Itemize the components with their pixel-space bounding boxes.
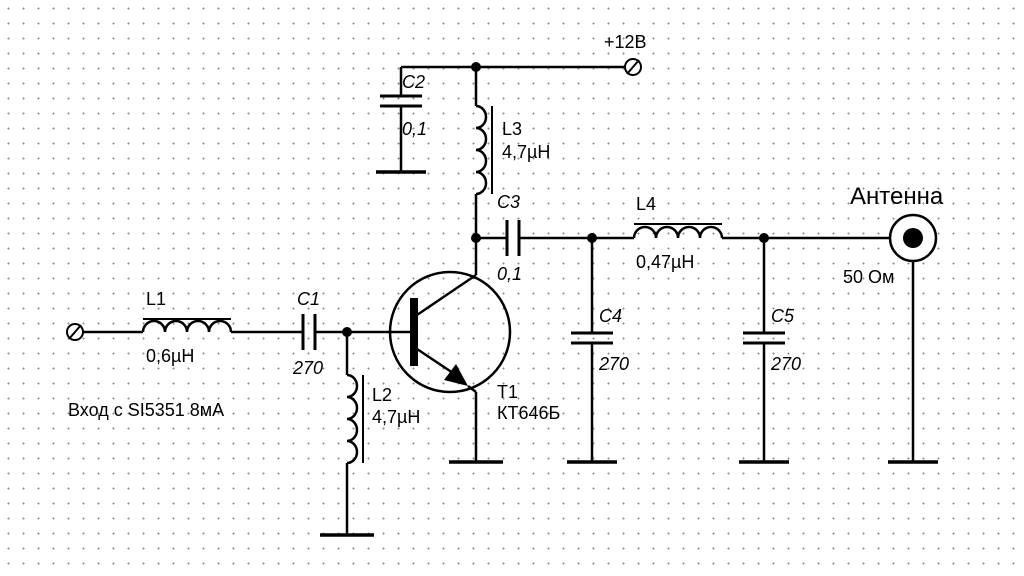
antenna-connector (888, 213, 938, 263)
wire-emitter-a (467, 385, 477, 393)
c5-value: 270 (770, 354, 801, 374)
capacitor-C5 (743, 331, 785, 345)
supply-label: +12В (604, 32, 647, 52)
c4-ref: C4 (599, 306, 622, 326)
c5-ref: C5 (771, 306, 795, 326)
inductor-L4 (632, 223, 724, 239)
c1-ref: C1 (297, 289, 320, 309)
antenna-impedance: 50 Ом (843, 267, 894, 287)
inductor-L1 (141, 318, 233, 333)
c4-value: 270 (598, 354, 629, 374)
l2-value: 4,7µH (372, 407, 420, 427)
transistor-T1 (388, 270, 512, 394)
capacitor-C3 (505, 220, 521, 256)
l3-value: 4,7µH (502, 142, 550, 162)
c3-value: 0,1 (497, 264, 522, 284)
c1-value: 270 (292, 358, 323, 378)
junction-supply (471, 62, 481, 72)
supply-terminal (624, 58, 642, 76)
antenna-title: Антенна (850, 183, 944, 210)
l3-ref: L3 (502, 119, 522, 139)
capacitor-C2 (380, 94, 422, 108)
t1-value: КТ646Б (497, 403, 560, 423)
l4-value: 0,47µH (636, 252, 694, 272)
l1-ref: L1 (146, 289, 166, 309)
l4-ref: L4 (636, 194, 656, 214)
capacitor-C1 (301, 314, 317, 350)
t1-ref: T1 (497, 382, 518, 402)
c2-ref: C2 (402, 72, 425, 92)
c2-value: 0,1 (402, 119, 427, 139)
inductor-L2 (346, 373, 364, 465)
input-label: Вход с SI5351 8мА (68, 400, 224, 420)
inductor-L3 (475, 104, 493, 196)
input-terminal (66, 323, 84, 341)
capacitor-C4 (571, 331, 613, 345)
l2-ref: L2 (372, 385, 392, 405)
c3-ref: C3 (497, 192, 520, 212)
l1-value: 0,6µH (146, 346, 194, 366)
